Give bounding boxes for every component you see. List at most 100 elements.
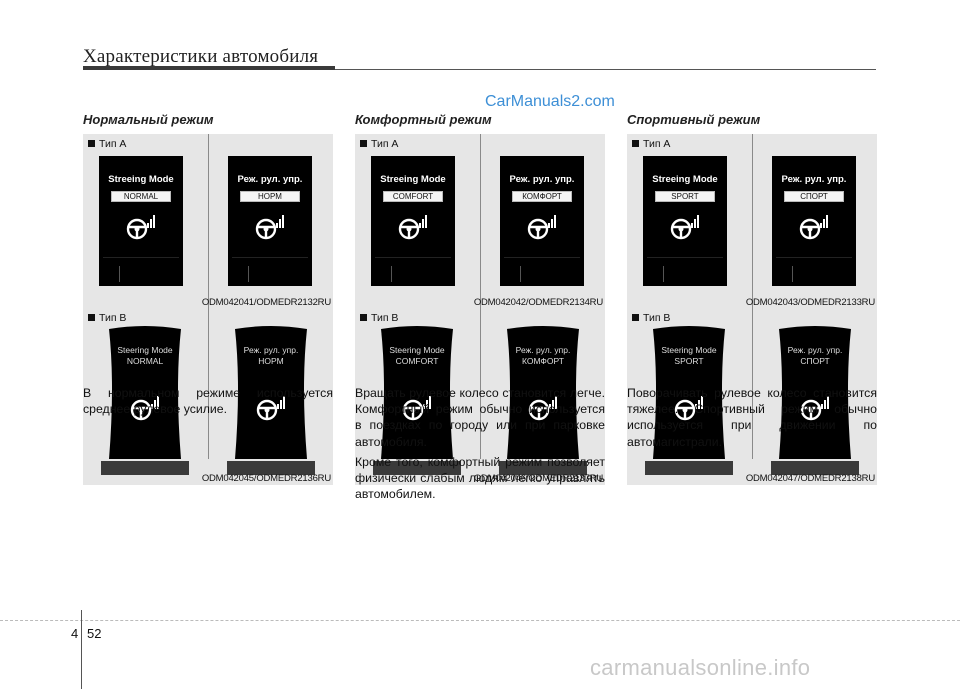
figure-code: ODM042047/ODMEDR2138RU (745, 473, 875, 484)
figure-type-a: Тип А Streeing Mode COMFORT Реж. рул. уп… (355, 134, 605, 309)
screen-title: Реж. рул. упр. (515, 345, 571, 355)
screen-title: Streeing Mode (108, 174, 174, 185)
body-text-normal: В нормальном режиме используется среднее… (83, 385, 333, 421)
screen-tick (663, 266, 664, 282)
screen-base (771, 461, 859, 475)
screen-tick (520, 266, 521, 282)
mode-value-box: COMFORT (383, 191, 443, 202)
mode-column-comfort: Комфортный режим Тип А Streeing Mode COM… (355, 112, 605, 485)
bullet-square-icon (88, 140, 95, 147)
type-a-label: Тип А (88, 138, 126, 150)
watermark-carmanuals[interactable]: CarManuals2.com (485, 93, 615, 110)
figure-code: ODM042045/ODMEDR2136RU (201, 473, 331, 484)
screen-base (227, 461, 315, 475)
figure-type-b: Тип B Steering Mode NORMAL Реж. рул. упр… (83, 309, 333, 485)
screen-base (373, 461, 461, 475)
header-rule (83, 66, 335, 70)
figure-divider (480, 134, 481, 309)
bullet-square-icon (632, 140, 639, 147)
bullet-square-icon (360, 314, 367, 321)
figure-code: ODM042046/ODMEDR2137RU (473, 473, 603, 484)
cluster-screen-ru: Реж. рул. упр. НОРМ (227, 325, 315, 475)
figure-code: ODM042042/ODMEDR2134RU (473, 297, 603, 308)
figure-type-a: Тип А Streeing Mode SPORT Реж. рул. упр.… (627, 134, 877, 309)
steering-wheel-icon (800, 396, 829, 421)
screen-title: Реж. рул. упр. (509, 174, 575, 185)
screen-title: Реж. рул. упр. (787, 345, 843, 355)
mode-column-normal: Нормальный режим Тип А Streeing Mode NOR… (83, 112, 333, 485)
mode-column-sport: Спортивный режим Тип А Streeing Mode SPO… (627, 112, 877, 485)
figure-divider (480, 309, 481, 459)
bullet-square-icon (88, 314, 95, 321)
screen-base (499, 461, 587, 475)
mode-value: COMFORT (395, 356, 439, 366)
steering-wheel-icon (398, 215, 427, 240)
screen-divider (647, 257, 723, 258)
cluster-screen-ru: Реж. рул. упр. КОМФОРТ (499, 325, 587, 475)
steering-wheel-icon (670, 215, 699, 240)
figure-type-b: Тип B Steering Mode SPORT Реж. рул. упр.… (627, 309, 877, 485)
mode-value-box: NORMAL (111, 191, 171, 202)
steering-wheel-icon (528, 396, 557, 421)
footer-divider (81, 610, 82, 689)
bullet-square-icon (632, 314, 639, 321)
paragraph: Поворачивать рулевое колесо становится т… (627, 386, 877, 449)
bullet-square-icon (360, 140, 367, 147)
screen-title: Streeing Mode (652, 174, 718, 185)
screen-shape (235, 326, 307, 459)
mode-value-box: КОМФОРТ (512, 191, 572, 202)
paragraph: В нормальном режиме используется среднее… (83, 386, 333, 417)
screen-divider (232, 257, 308, 258)
screen-title: Steering Mode (661, 345, 717, 355)
screen-title: Реж. рул. упр. (781, 174, 847, 185)
screen-divider (375, 257, 451, 258)
screen-title: Steering Mode (389, 345, 445, 355)
steering-wheel-icon (130, 396, 159, 421)
screen-title: Steering Mode (117, 345, 173, 355)
mode-value: СПОРТ (800, 356, 830, 366)
mode-value-box: СПОРТ (784, 191, 844, 202)
cluster-screen-en: Steering Mode SPORT (645, 325, 733, 475)
screen-base (101, 461, 189, 475)
screen-title: Streeing Mode (380, 174, 446, 185)
page-header-title: Характеристики автомобиля (83, 46, 319, 67)
body-text-sport: Поворачивать рулевое колесо становится т… (627, 385, 877, 454)
mode-title: Спортивный режим (627, 112, 761, 127)
figure-code: ODM042043/ODMEDR2133RU (745, 297, 875, 308)
body-text-comfort: Вращать рулевое колесо становится легче.… (355, 385, 605, 506)
type-b-label: Тип B (88, 312, 126, 324)
page-number: 52 (87, 626, 102, 641)
figure-divider (208, 134, 209, 309)
screen-tick (248, 266, 249, 282)
mode-title: Нормальный режим (83, 112, 214, 127)
screen-tick (119, 266, 120, 282)
screen-title: Реж. рул. упр. (237, 174, 303, 185)
figure-divider (752, 134, 753, 309)
type-b-label: Тип B (632, 312, 670, 324)
steering-wheel-icon (527, 215, 556, 240)
type-a-label: Тип А (360, 138, 398, 150)
cluster-screen-en: Streeing Mode NORMAL (99, 156, 183, 286)
steering-wheel-icon (799, 215, 828, 240)
cluster-screen-en: Steering Mode NORMAL (101, 325, 189, 475)
steering-wheel-icon (256, 396, 285, 421)
mode-value: NORMAL (126, 356, 164, 366)
figure-divider (752, 309, 753, 459)
footer-dashed-rule (0, 620, 960, 621)
type-a-label: Тип А (632, 138, 670, 150)
cluster-screen-en: Steering Mode COMFORT (373, 325, 461, 475)
type-b-label: Тип B (360, 312, 398, 324)
watermark-carmanualsonline: carmanualsonline.info (590, 655, 811, 680)
cluster-screen-ru: Реж. рул. упр. СПОРТ (772, 156, 856, 286)
screen-divider (103, 257, 179, 258)
figure-divider (208, 309, 209, 459)
screen-tick (391, 266, 392, 282)
screen-shape (381, 326, 453, 459)
screen-shape (507, 326, 579, 459)
mode-value-box: SPORT (655, 191, 715, 202)
mode-value-box: НОРМ (240, 191, 300, 202)
screen-divider (776, 257, 852, 258)
cluster-screen-en: Streeing Mode COMFORT (371, 156, 455, 286)
mode-value: НОРМ (258, 356, 284, 366)
screen-shape (779, 326, 851, 459)
